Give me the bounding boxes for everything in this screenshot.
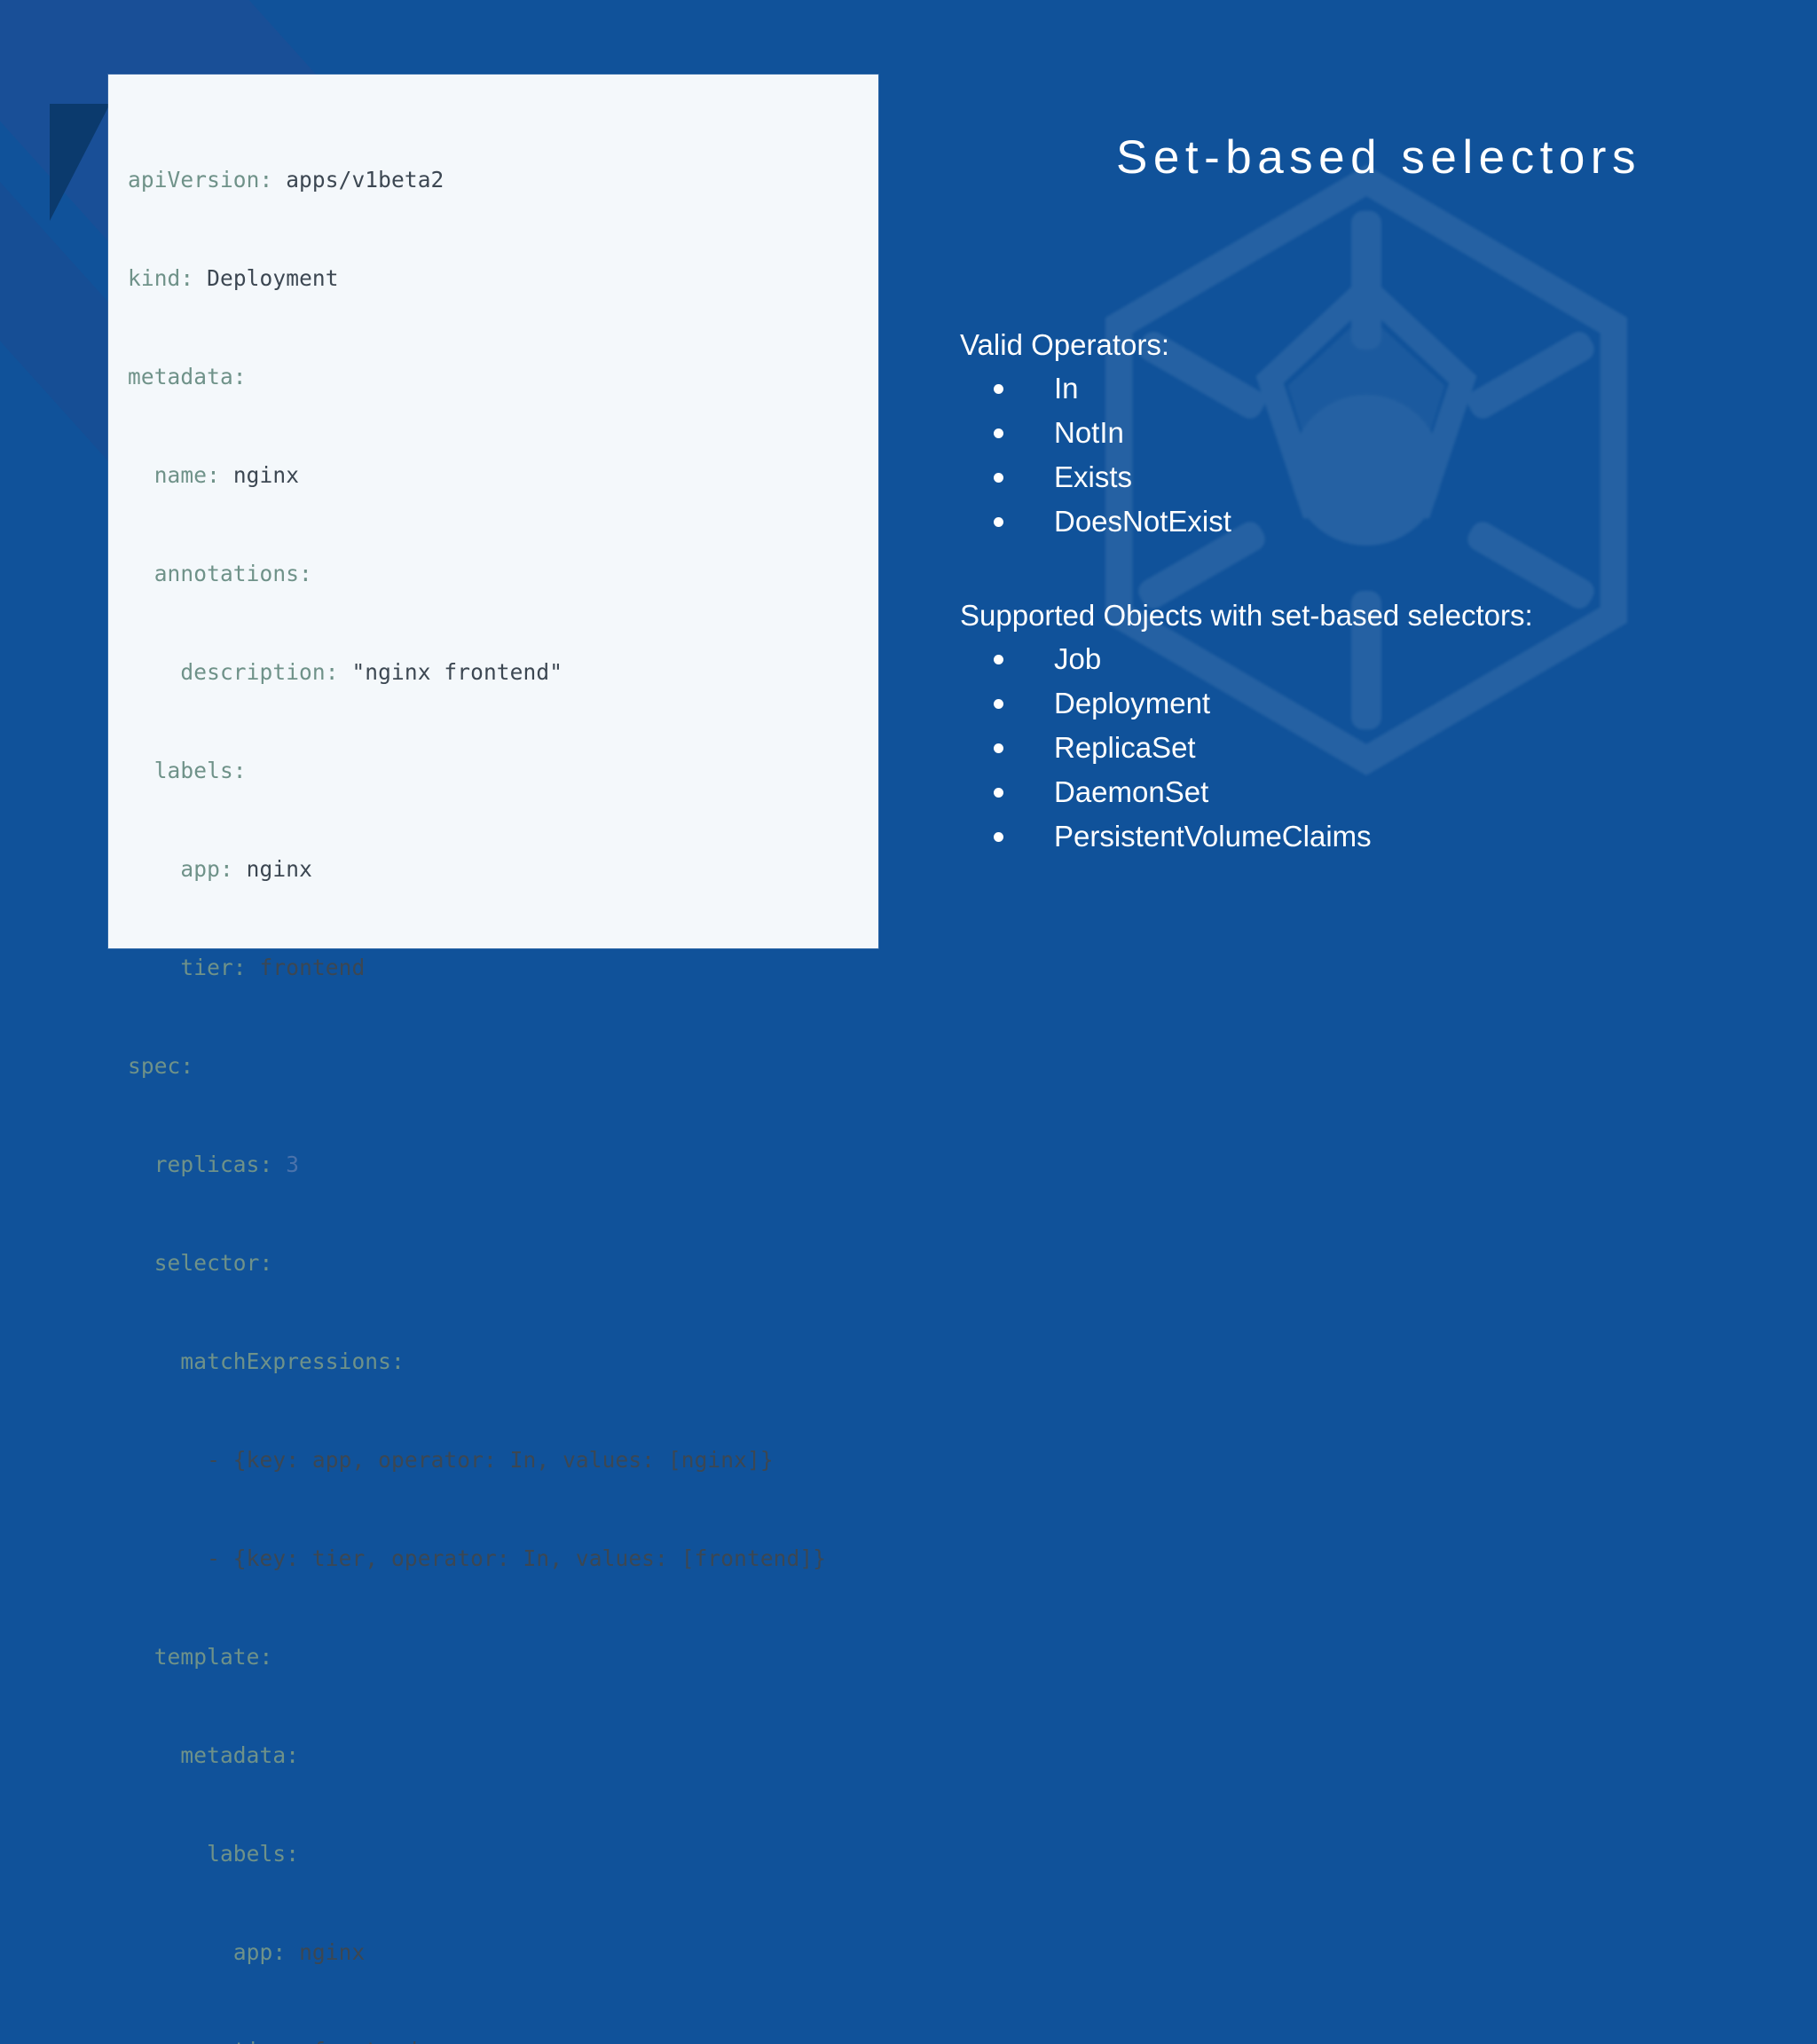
list-item: NotIn	[960, 411, 1812, 455]
code-line: - {key: app, operator: In, values: [ngin…	[128, 1443, 878, 1476]
code-line: tier: frontend	[128, 2034, 878, 2044]
yaml-key: name:	[153, 462, 220, 488]
bullet-icon	[994, 698, 1003, 709]
yaml-value: nginx	[232, 856, 312, 882]
bullet-icon	[994, 787, 1003, 798]
yaml-value: "nginx frontend"	[338, 659, 563, 685]
section-supported-objects: Supported Objects with set-based selecto…	[960, 597, 1812, 859]
list-item-label: DaemonSet	[1054, 775, 1209, 808]
yaml-key: annotations:	[153, 561, 312, 586]
objects-list: Job Deployment ReplicaSet DaemonSet Pers…	[960, 637, 1812, 859]
yaml-key: metadata:	[128, 364, 247, 389]
list-item-label: NotIn	[1054, 416, 1124, 449]
list-item-label: Exists	[1054, 460, 1133, 493]
yaml-list-item: - {key: tier, operator: In, values: [fro…	[207, 1545, 827, 1571]
code-line: description: "nginx frontend"	[128, 656, 878, 688]
code-line: app: nginx	[128, 1936, 878, 1969]
yaml-key: app:	[180, 856, 233, 882]
yaml-value: apps/v1beta2	[272, 167, 444, 193]
yaml-key: kind:	[128, 265, 194, 291]
list-item: DaemonSet	[960, 770, 1812, 814]
slide-content-column: Set-based selectors Valid Operators: In …	[940, 0, 1817, 1022]
list-item: DoesNotExist	[960, 499, 1812, 544]
code-line: metadata:	[128, 360, 878, 393]
page-title: Set-based selectors	[1116, 131, 1641, 184]
code-line: matchExpressions:	[128, 1345, 878, 1378]
list-item-label: ReplicaSet	[1054, 731, 1196, 764]
yaml-code-panel: apiVersion: apps/v1beta2 kind: Deploymen…	[108, 75, 878, 2044]
yaml-key: labels:	[153, 758, 247, 783]
yaml-number: 3	[272, 1152, 300, 1177]
yaml-value: frontend	[246, 955, 366, 980]
list-item-label: In	[1054, 372, 1079, 405]
list-item: Exists	[960, 455, 1812, 499]
bullet-icon	[994, 383, 1003, 394]
code-line: annotations:	[128, 557, 878, 590]
code-line: name: nginx	[128, 459, 878, 491]
yaml-key: tier:	[180, 955, 247, 980]
list-item: PersistentVolumeClaims	[960, 814, 1812, 859]
decorative-dark-triangle	[50, 104, 110, 221]
list-item-label: PersistentVolumeClaims	[1054, 820, 1372, 853]
code-line: app: nginx	[128, 853, 878, 885]
yaml-list-item: - {key: app, operator: In, values: [ngin…	[207, 1447, 774, 1473]
code-line: labels:	[128, 1837, 878, 1870]
code-line: metadata:	[128, 1739, 878, 1772]
code-line: spec:	[128, 1050, 878, 1082]
bullet-icon	[994, 831, 1003, 842]
code-line: labels:	[128, 754, 878, 787]
yaml-value: frontend	[299, 2038, 418, 2044]
bullet-icon	[994, 743, 1003, 753]
operators-list: In NotIn Exists DoesNotExist	[960, 366, 1812, 544]
section-heading: Supported Objects with set-based selecto…	[960, 599, 1533, 632]
section-heading: Valid Operators:	[960, 328, 1169, 361]
yaml-key: replicas:	[153, 1152, 273, 1177]
code-line: kind: Deployment	[128, 262, 878, 295]
yaml-key: labels:	[207, 1841, 300, 1867]
bullet-icon	[994, 472, 1003, 483]
yaml-key: tier:	[233, 2038, 299, 2044]
yaml-code-block: apiVersion: apps/v1beta2 kind: Deploymen…	[108, 75, 878, 2044]
yaml-value: Deployment	[193, 265, 339, 291]
code-line: - {key: tier, operator: In, values: [fro…	[128, 1542, 878, 1575]
yaml-key: description:	[180, 659, 339, 685]
yaml-key: apiVersion:	[128, 167, 273, 193]
yaml-key: spec:	[128, 1053, 194, 1079]
list-item-label: Deployment	[1054, 687, 1211, 719]
code-line: tier: frontend	[128, 951, 878, 984]
list-item: ReplicaSet	[960, 726, 1812, 770]
code-line: replicas: 3	[128, 1148, 878, 1181]
yaml-value: nginx	[219, 462, 300, 488]
yaml-key: metadata:	[180, 1742, 300, 1768]
bullet-icon	[994, 654, 1003, 664]
list-item: Deployment	[960, 681, 1812, 726]
yaml-key: app:	[232, 1939, 287, 1965]
list-item: In	[960, 366, 1812, 411]
list-item: Job	[960, 637, 1812, 681]
bullet-icon	[994, 428, 1003, 438]
code-line: template:	[128, 1640, 878, 1673]
code-line: selector:	[128, 1246, 878, 1279]
bullet-icon	[994, 516, 1003, 527]
yaml-key: selector:	[153, 1250, 273, 1276]
code-line: apiVersion: apps/v1beta2	[128, 163, 878, 196]
yaml-key: matchExpressions:	[180, 1348, 405, 1374]
list-item-label: Job	[1054, 642, 1102, 675]
yaml-key: template:	[153, 1644, 273, 1670]
list-item-label: DoesNotExist	[1054, 505, 1231, 538]
section-valid-operators: Valid Operators: In NotIn Exists DoesNot…	[960, 326, 1812, 544]
yaml-value: nginx	[286, 1939, 366, 1965]
